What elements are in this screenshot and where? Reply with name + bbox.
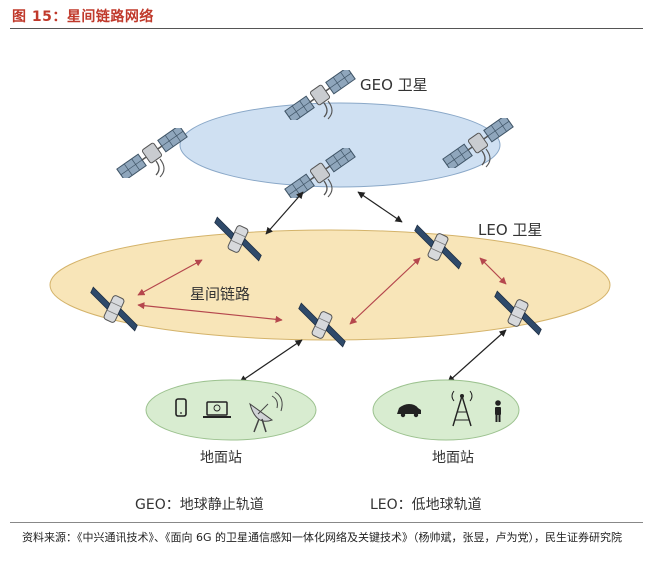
phone-icon bbox=[175, 398, 187, 417]
figure-title: 图 15：星间链路网络 bbox=[12, 9, 154, 25]
legend-leo: LEO：低地球轨道 bbox=[370, 497, 482, 513]
inter-satellite-link bbox=[349, 257, 421, 325]
satellite-dish-icon bbox=[249, 391, 283, 433]
title-divider bbox=[10, 28, 643, 29]
laptop-icon bbox=[203, 401, 231, 418]
geo-orbit bbox=[179, 102, 501, 188]
source-divider bbox=[10, 522, 643, 523]
ground-link bbox=[239, 339, 303, 383]
cell-tower-icon bbox=[451, 390, 473, 427]
geo-satellite bbox=[115, 128, 189, 178]
inter-satellite-link bbox=[137, 259, 203, 296]
isl-label: 星间链路 bbox=[190, 285, 250, 303]
ground-station-right-label: 地面站 bbox=[432, 450, 474, 466]
person-icon bbox=[495, 400, 501, 422]
legend-geo: GEO：地球静止轨道 bbox=[135, 497, 264, 513]
geo-leo-link bbox=[265, 191, 304, 235]
geo-label: GEO 卫星 bbox=[360, 76, 428, 94]
inter-satellite-link-diagram: GEO 卫星 LEO 卫星 星间链路 bbox=[49, 70, 611, 513]
geo-leo-link bbox=[357, 191, 403, 223]
ground-station-right bbox=[372, 379, 520, 441]
car-icon bbox=[397, 404, 421, 418]
leo-label: LEO 卫星 bbox=[478, 221, 542, 239]
inter-satellite-link bbox=[479, 257, 507, 285]
ground-station-left-label: 地面站 bbox=[200, 450, 242, 466]
ground-link bbox=[447, 329, 507, 383]
ground-station-left bbox=[145, 379, 317, 441]
source-note: 资料来源：《中兴通讯技术》、《面向 6G 的卫星通信感知一体化网络及关键技术》（… bbox=[22, 531, 623, 544]
inter-satellite-link bbox=[137, 302, 283, 323]
